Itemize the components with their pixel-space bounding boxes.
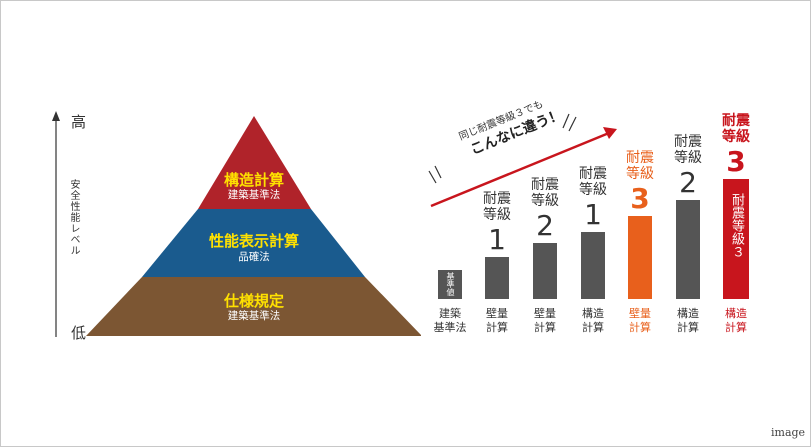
axis-caption: 安全性能レベル — [68, 179, 79, 256]
bar-2-grade-number: 2 — [536, 209, 554, 242]
bar-2 — [533, 243, 557, 299]
tier-top-subtitle: 建築基準法 — [227, 189, 281, 201]
bar-3-label: 構造計算 — [582, 307, 604, 334]
bar-5-grade-number: 2 — [679, 165, 697, 199]
bar-3-grade-number: 1 — [584, 197, 602, 231]
bar-4 — [628, 215, 652, 299]
bar-5-label: 構造計算 — [677, 307, 699, 334]
bar-1 — [485, 257, 509, 299]
tier-bottom-title: 仕様規定 — [223, 292, 284, 310]
pyramid — [86, 116, 421, 336]
bar-3-grade-label: 耐震等級 — [579, 165, 607, 198]
tier-middle-title: 性能表示計算 — [208, 232, 299, 250]
bar-5 — [676, 199, 700, 299]
axis-high-label: 高 — [71, 113, 87, 131]
bar-4-grade-number: 3 — [630, 181, 650, 215]
tier-middle — [142, 209, 365, 277]
tier-bottom — [86, 277, 421, 336]
bar-6-label: 構造計算 — [725, 307, 747, 334]
image-caption: image — [771, 426, 806, 439]
bar-1-grade-number: 1 — [488, 223, 506, 257]
bar-3 — [581, 231, 605, 299]
baseline-bar — [438, 270, 462, 299]
bar-4-label: 壁量計算 — [629, 307, 651, 334]
bar-6-grade-number: 3 — [726, 145, 746, 178]
bar-5-grade-label: 耐震等級 — [674, 133, 702, 166]
bar-6 — [723, 179, 749, 299]
bar-4-grade-label: 耐震等級 — [626, 149, 654, 182]
baseline-bar-label: 建築基準法 — [433, 307, 467, 334]
axis-arrow — [52, 111, 60, 337]
trend-arrow — [428, 113, 617, 208]
baseline-bar-text: 基準値 — [446, 272, 455, 297]
axis-low-label: 低 — [71, 324, 87, 342]
bar-1-label: 壁量計算 — [486, 307, 508, 334]
bar-2-label: 壁量計算 — [534, 307, 556, 334]
bar-6-grade-label: 耐震等級 — [722, 113, 750, 145]
tier-bottom-subtitle: 建築基準法 — [227, 310, 281, 322]
bar-2-grade-label: 耐震等級 — [531, 177, 559, 209]
bar-6-inner-text: 耐震等級３ — [729, 193, 744, 258]
tier-top — [198, 116, 311, 209]
bar-1-grade-label: 耐震等級 — [483, 191, 511, 224]
tier-top-title: 構造計算 — [223, 171, 284, 189]
tier-middle-subtitle: 品確法 — [238, 251, 270, 263]
